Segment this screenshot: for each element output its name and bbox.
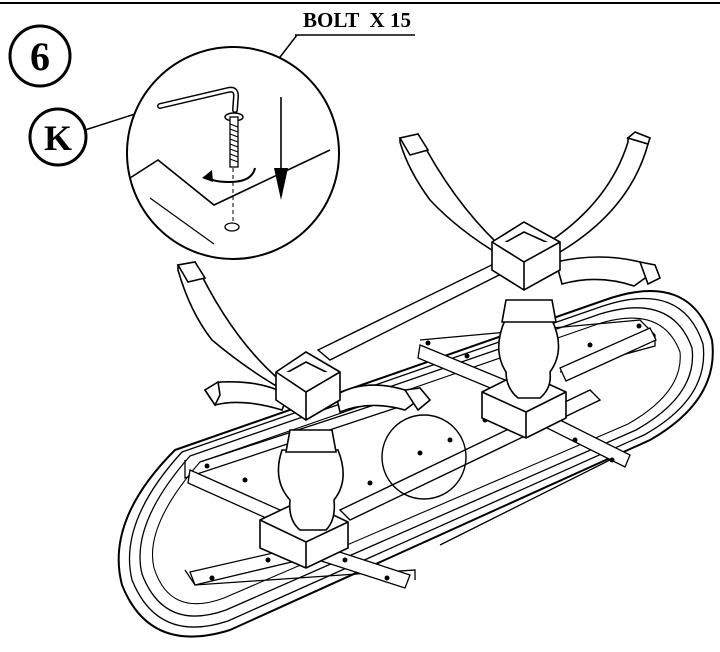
attention-circle <box>381 414 467 500</box>
bolt-label: BOLT X 15 <box>303 8 411 32</box>
step-number: 6 <box>30 34 50 79</box>
tool-badge: K <box>28 107 88 167</box>
allen-key-icon <box>157 86 239 113</box>
rotation-arrow-icon <box>202 167 256 184</box>
cross-beams <box>187 327 657 589</box>
tool-label: K <box>44 118 72 158</box>
step-badge: 6 <box>8 24 72 88</box>
pedestal-left <box>176 261 432 569</box>
pedestal-right <box>398 131 662 439</box>
bolt-icon <box>224 112 244 168</box>
insert-arrow-icon <box>274 97 288 200</box>
